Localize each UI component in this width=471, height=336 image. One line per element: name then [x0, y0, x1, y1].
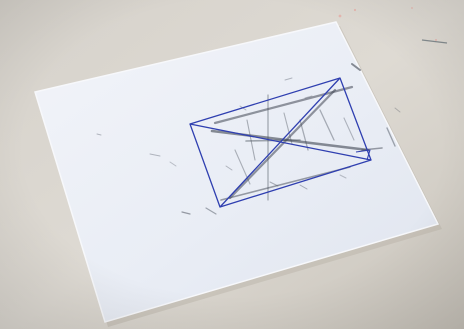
image-border-bottom: [0, 329, 471, 336]
image-border-right: [464, 0, 471, 336]
photo-vignette: [0, 0, 464, 329]
